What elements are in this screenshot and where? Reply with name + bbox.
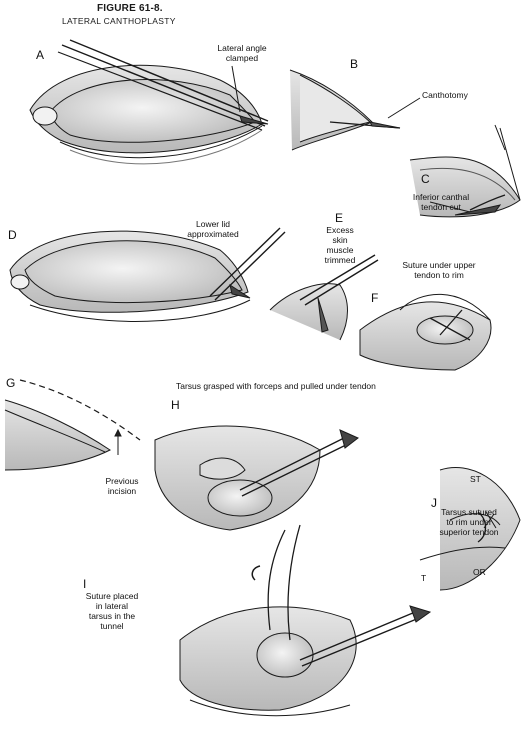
panel-i-drawing [180,525,430,716]
caption-j: Tarsus sutured to rim under superior ten… [439,507,499,537]
panel-letter-d: D [8,228,17,242]
panel-letter-g: G [6,376,16,390]
panel-letter-f: F [371,291,379,305]
panel-b-drawing [290,70,420,150]
label-t: T [421,573,427,583]
label-st: ST [470,474,481,484]
caption-g: Previous incision [105,476,139,496]
panel-e-drawing [270,255,378,340]
panel-j-drawing [420,467,520,590]
panel-letter-b: B [350,57,359,71]
figure-title: LATERAL CANTHOPLASTY [62,16,176,26]
caption-i: Suture placed in lateral tarsus in the t… [85,591,139,631]
panel-g-drawing [5,380,140,470]
caption-b: Canthotomy [422,90,468,100]
panel-letter-i: I [83,577,87,591]
panel-h-drawing [155,426,358,530]
panel-c-drawing [410,125,520,217]
panel-letter-c: C [421,172,430,186]
panel-letter-j: J [431,496,437,510]
panel-letter-h: H [171,398,180,412]
caption-e: Excess skin muscle trimmed [324,225,356,265]
caption-h: Tarsus grasped with forceps and pulled u… [176,381,376,391]
caption-d: Lower lid approximated [187,219,239,239]
caption-c: Inferior canthal tendon cut [412,192,470,212]
figure-number: FIGURE 61-8. [97,3,163,14]
caption-a: Lateral angle clamped [217,43,267,63]
panel-f-drawing [360,294,491,370]
label-or: OR [473,567,486,577]
panel-letter-a: A [36,48,45,62]
caption-f: Suture under upper tendon to rim [402,260,476,280]
panel-letter-e: E [335,211,344,225]
panel-d-drawing [10,228,285,321]
panel-a-drawing [30,40,268,164]
